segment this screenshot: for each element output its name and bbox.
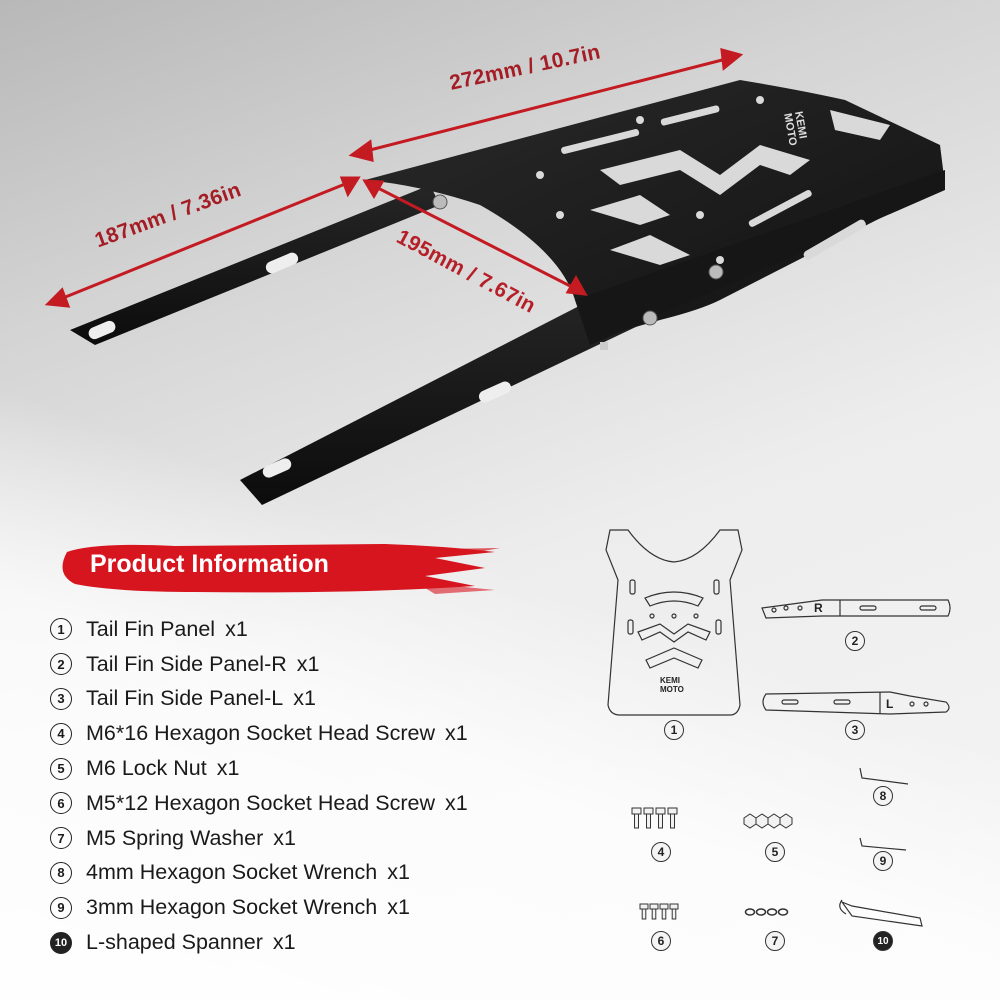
luggage-rack-illustration: KEMI MOTO [44,47,945,505]
list-item: 7 M5 Spring Washer x1 [50,821,468,856]
item-number: 2 [50,653,72,676]
section-banner [62,544,500,594]
callout-5: 5 [765,842,785,862]
item-number: 9 [50,896,72,919]
callout-3: 3 [845,720,865,740]
part-name: Tail Fin Panel [86,616,216,641]
bolt [708,264,724,280]
svg-text:MOTO: MOTO [781,112,799,147]
part-name: M5*12 Hexagon Socket Head Screw [86,790,435,815]
list-item: 9 3mm Hexagon Socket Wrench x1 [50,890,468,925]
part-qty: x1 [444,721,468,746]
item-number: 5 [50,757,72,780]
diagram-side-panel-l [762,691,950,715]
side-l-letter: L [886,697,893,711]
part-qty: x1 [273,825,296,850]
part-name: M6 Lock Nut [86,756,207,781]
item-number: 10 [50,931,72,954]
parts-diagram: KEMI MOTO R L [605,529,951,927]
diagram-l-spanner [839,899,923,927]
diagram-m6-lock-nuts [743,813,793,829]
diagram-hex-wrench-3mm [859,837,907,851]
list-item: 5 M6 Lock Nut x1 [50,751,468,786]
part-qty: x1 [387,895,410,920]
part-name: M5 Spring Washer [86,825,264,850]
part-qty: x1 [272,930,296,955]
svg-text:KEMI: KEMI [792,110,809,139]
list-item: 1 Tail Fin Panel x1 [50,612,468,647]
callout-10: 10 [873,931,893,951]
item-number: 6 [50,792,72,815]
item-number: 7 [50,827,72,850]
list-item: 4 M6*16 Hexagon Socket Head Screw x1 [50,716,468,751]
part-qty: x1 [216,756,240,781]
diagram-side-panel-r [761,599,951,619]
bolt [642,310,658,326]
diagram-m5-spring-washers [744,908,789,916]
arm-slot [265,252,299,274]
side-arm-right [240,285,640,505]
part-name: L-shaped Spanner [86,930,263,955]
callout-2: 2 [845,631,865,651]
list-item: 8 4mm Hexagon Socket Wrench x1 [50,856,468,891]
item-number: 3 [50,687,72,710]
arm-slot [262,458,292,478]
list-item: 10 L-shaped Spanner x1 [50,925,468,960]
part-name: Tail Fin Side Panel-R [86,651,287,676]
plate-logo: KEMI MOTO [781,110,809,147]
dimension-arrows [44,47,744,308]
part-name: M6*16 Hexagon Socket Head Screw [86,721,435,746]
part-name: 4mm Hexagon Socket Wrench [86,860,378,885]
callout-7: 7 [765,931,785,951]
plate-side-flange [575,170,945,345]
item-number: 4 [50,722,72,745]
parts-list: 1 Tail Fin Panel x1 2 Tail Fin Side Panel-R… [50,612,468,960]
nut [600,342,608,350]
part-qty: x1 [296,651,320,676]
part-name: 3mm Hexagon Socket Wrench [86,895,378,920]
diagram-hex-wrench-4mm [859,767,909,785]
callout-6: 6 [651,931,671,951]
item-number: 8 [50,861,72,884]
section-title: Product Information [90,550,329,578]
callout-1: 1 [664,720,684,740]
bolt [432,194,448,210]
callout-9: 9 [873,851,893,871]
callout-8: 8 [873,786,893,806]
list-item: 2 Tail Fin Side Panel-R x1 [50,647,468,682]
part-qty: x1 [293,686,316,711]
part-qty: x1 [444,790,468,815]
item-number: 1 [50,618,72,641]
part-name: Tail Fin Side Panel-L [86,686,284,711]
side-arm-left [70,185,440,345]
arm-slot [88,320,116,340]
diagram-m6-screws [631,807,678,829]
plate-cutouts [536,96,890,265]
side-r-letter: R [814,601,823,615]
list-item: 3 Tail Fin Side Panel-L x1 [50,682,468,717]
svg-text:KEMI: KEMI [660,676,680,685]
part-qty: x1 [387,860,410,885]
diagram-tail-fin-panel [605,529,743,716]
svg-text:MOTO: MOTO [660,685,684,694]
callout-4: 4 [651,842,671,862]
part-qty: x1 [225,616,248,641]
list-item: 6 M5*12 Hexagon Socket Head Screw x1 [50,786,468,821]
diagram-m5-screws [639,903,679,920]
diagram-logo: KEMI MOTO [660,676,684,694]
arm-slot [478,381,512,403]
